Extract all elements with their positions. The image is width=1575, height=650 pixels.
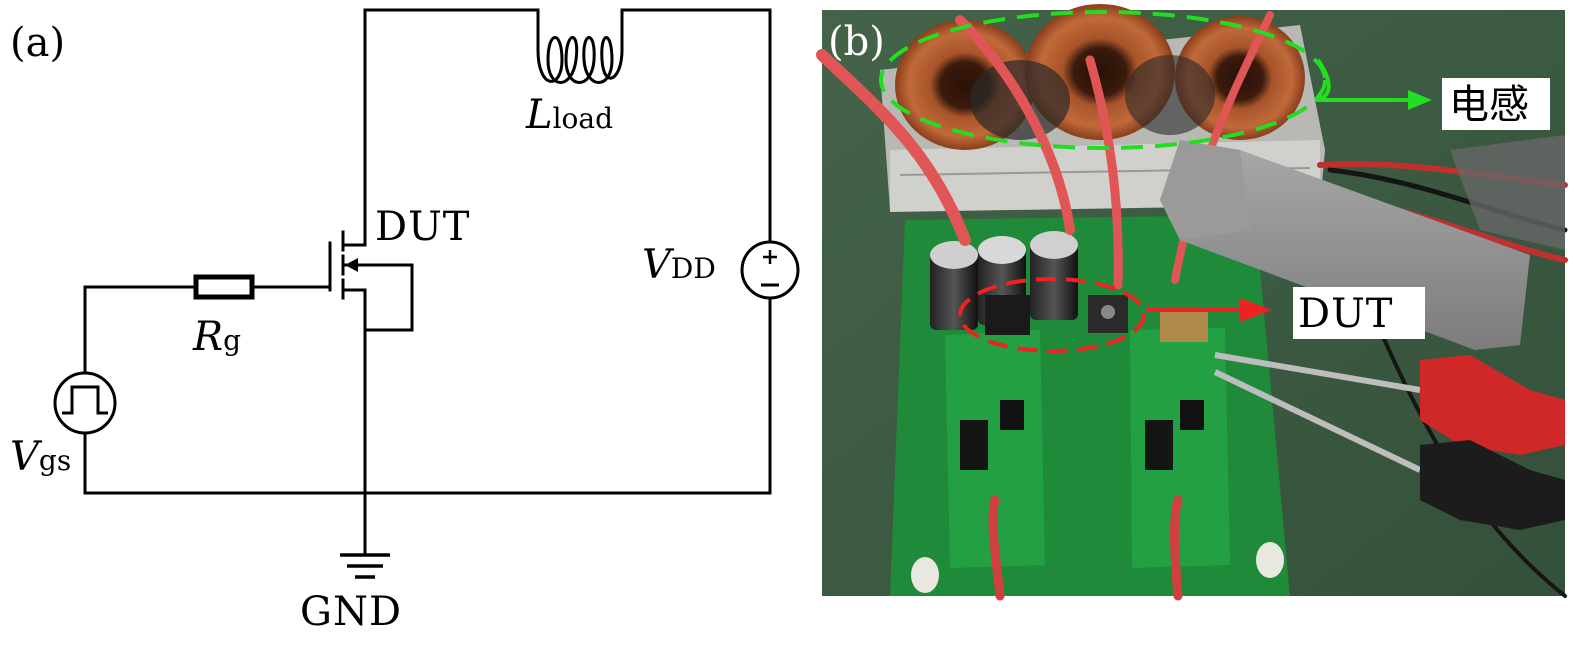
supply-label: VDD [642, 242, 716, 288]
panel-b-label: (b) [828, 19, 885, 65]
dut-callout-text: DUT [1298, 291, 1393, 337]
voltage-probes [1213, 352, 1565, 530]
panel-a-label: (a) [10, 20, 65, 66]
ground-symbol [340, 553, 390, 579]
inductor-highlight [879, 10, 1327, 150]
dut-highlight [958, 277, 1146, 353]
inductor-arrow [1314, 58, 1432, 110]
panel-a-circuit: (a) Lload [10, 8, 800, 635]
panel-b-photo: (b) 电感 DUT [816, 4, 1568, 601]
dut-arrow [1145, 298, 1272, 322]
gate-source-label: Vgs [10, 434, 71, 480]
pulse-source [53, 371, 117, 435]
dc-voltage-source [740, 240, 800, 300]
dut-label: DUT [375, 204, 470, 250]
mosfet-symbol [328, 230, 414, 332]
inductor-callout-text: 电感 [1449, 82, 1529, 128]
circuit-wires [83, 8, 772, 557]
load-inductor [536, 8, 624, 84]
current-probe [1160, 135, 1565, 350]
transistor-packages [985, 295, 1208, 342]
ground-label: GND [300, 589, 402, 635]
gate-resistor-label: Rg [192, 314, 241, 360]
dut-callout-box [1293, 287, 1425, 339]
inductor-callout-box [1442, 78, 1550, 130]
gate-resistor [193, 274, 255, 300]
load-inductor-label: Lload [525, 92, 613, 138]
